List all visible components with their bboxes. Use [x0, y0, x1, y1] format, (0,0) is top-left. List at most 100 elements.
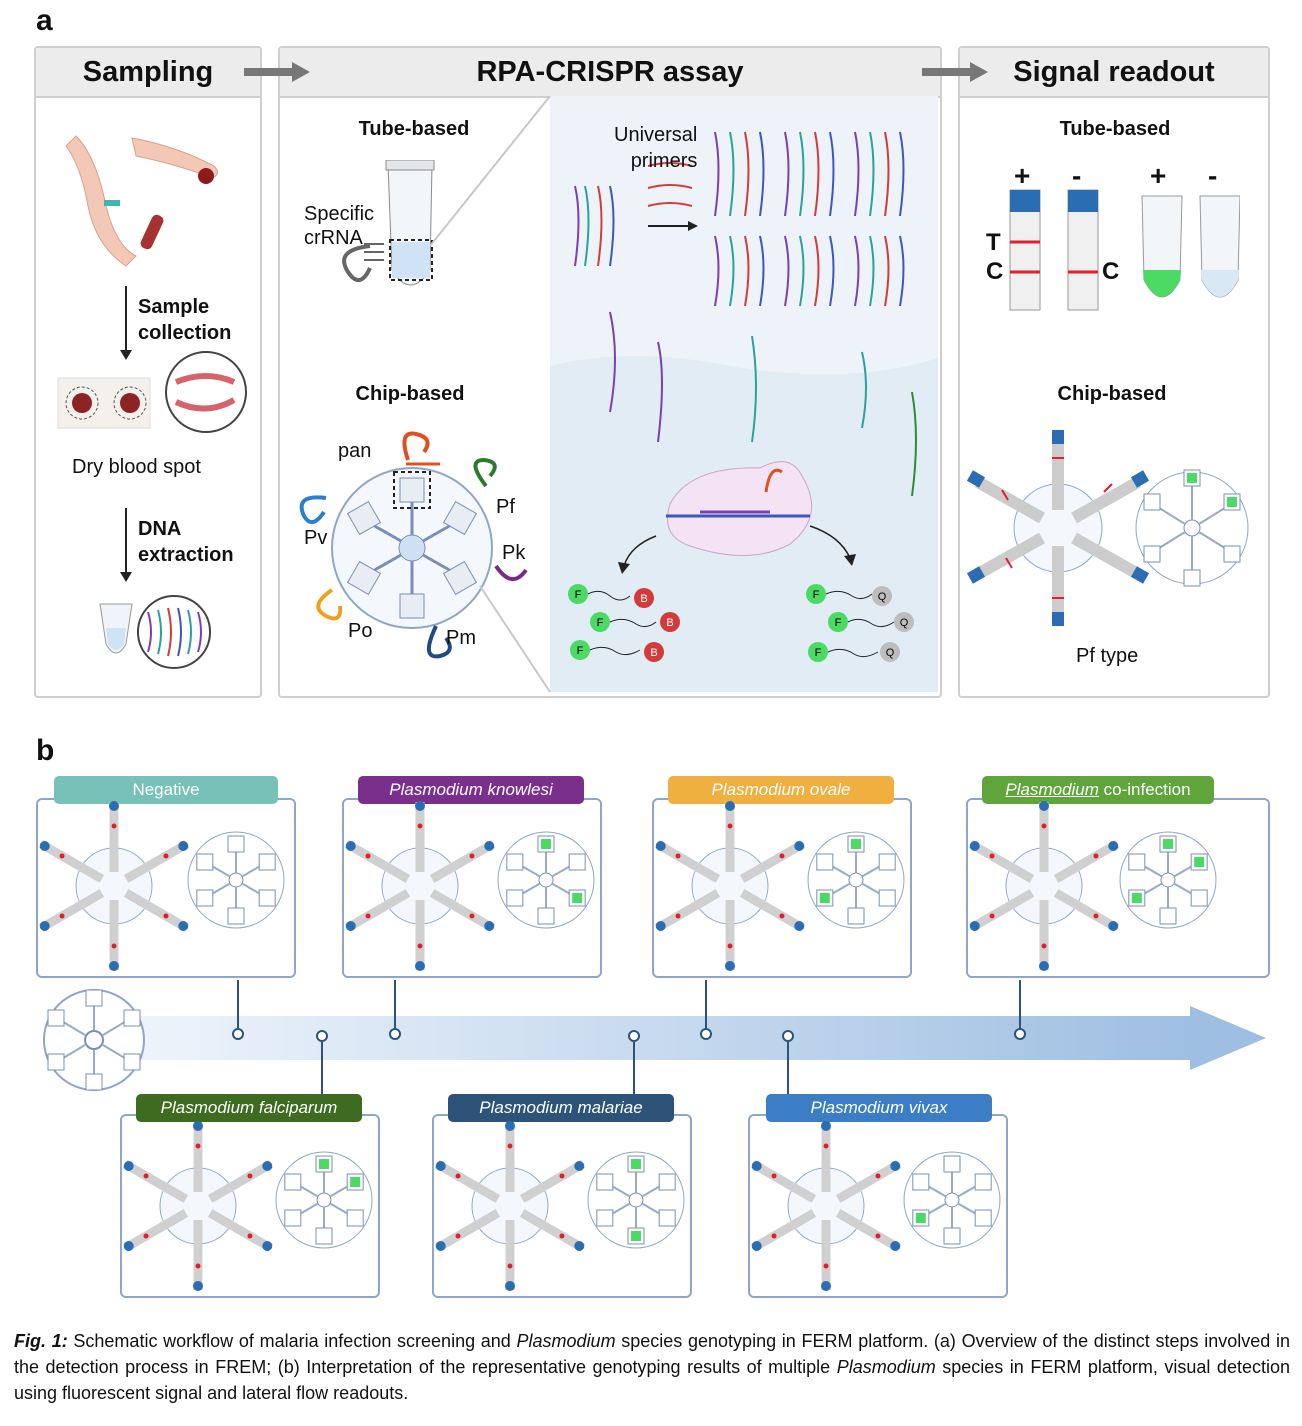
chip-channel	[519, 882, 541, 896]
readout-chip-title: Chip-based	[1057, 383, 1167, 405]
chip-well	[196, 853, 214, 871]
chip-center	[316, 1192, 332, 1208]
species-label-po: Po	[348, 620, 373, 642]
chip-well	[537, 907, 555, 925]
tube-minus-label: -	[1208, 160, 1218, 191]
test-strip	[345, 840, 411, 883]
species-label-pf: Pf	[496, 496, 515, 518]
chip-well	[568, 853, 586, 871]
strip-line	[111, 943, 117, 949]
strip-line	[455, 1233, 461, 1239]
strip-line	[163, 853, 169, 859]
species-label-pk: Pk	[502, 542, 526, 564]
strip-line	[675, 913, 681, 919]
test-strip	[1053, 889, 1119, 932]
strip-pad	[505, 1281, 515, 1291]
test-strip	[519, 1160, 585, 1203]
strip-pad	[193, 1281, 203, 1291]
test-strip	[429, 889, 495, 932]
chip-channel	[925, 1202, 947, 1216]
species-label-pv: Pv	[304, 527, 328, 549]
svg-text:F: F	[835, 617, 842, 629]
chip-well	[284, 1209, 302, 1227]
strip-minus-label: -	[1072, 160, 1082, 191]
chip-well-signal	[541, 839, 551, 849]
strip-line	[59, 853, 65, 859]
chip-well-signal	[1194, 857, 1205, 867]
caption-italic-1: Plasmodium	[516, 1331, 616, 1351]
chip-well	[658, 1209, 676, 1227]
tag-vivax: Plasmodium vivax	[766, 1094, 992, 1122]
strip-line	[875, 1173, 881, 1179]
tag-malariae-text: Plasmodium malariae	[479, 1098, 643, 1117]
strip-line	[823, 1263, 829, 1269]
tube-plus-label: +	[1150, 160, 1167, 191]
test-strip	[123, 889, 189, 932]
chip-well	[596, 1173, 614, 1191]
svg-text:Q: Q	[900, 617, 909, 629]
strip-pad	[435, 1161, 446, 1171]
chip-channel	[297, 1184, 319, 1198]
svg-text:F: F	[813, 589, 820, 601]
crrna-line1: Specific	[304, 203, 375, 225]
chip-channel	[551, 864, 573, 878]
test-strip	[207, 1160, 273, 1203]
strip-line	[195, 1143, 201, 1149]
strip-line	[507, 1263, 513, 1269]
chip-well	[878, 889, 896, 907]
chip-channel	[1141, 882, 1163, 896]
test-strip	[435, 1160, 501, 1203]
strip-pad	[178, 921, 189, 931]
chip-channel	[925, 1184, 947, 1198]
control-line-label-neg: C	[1102, 258, 1120, 285]
chip-center	[1160, 872, 1176, 888]
quencher-letter: B	[640, 593, 647, 605]
test-strip	[429, 840, 495, 883]
chip-well	[284, 1173, 302, 1191]
chip-well	[943, 1227, 961, 1245]
strip-pad	[969, 841, 980, 851]
strip-pad	[193, 1121, 203, 1131]
chip-well-signal	[819, 893, 830, 903]
tag-vivax-text: Plasmodium vivax	[810, 1098, 948, 1117]
assay-tube-icon	[342, 160, 435, 286]
chip-well-signal	[1131, 893, 1142, 903]
strip-pad	[574, 1161, 585, 1171]
chip-well	[943, 1155, 961, 1173]
chip-center	[944, 1192, 960, 1208]
chip-channel	[519, 864, 541, 878]
strip-pad	[415, 961, 425, 971]
strip-line	[417, 943, 423, 949]
strip-line	[779, 913, 785, 919]
assay-chip-diagram	[299, 431, 528, 659]
test-strip	[519, 1209, 585, 1252]
readout-title: Signal readout	[960, 48, 1268, 98]
chip-center	[538, 872, 554, 888]
caption-text-1: Schematic workflow of malaria infection …	[67, 1331, 517, 1351]
strip-line	[875, 1233, 881, 1239]
strip-line	[1041, 823, 1047, 829]
chip-center	[628, 1192, 644, 1208]
species-label-pan: pan	[338, 440, 372, 462]
strip-pad	[655, 921, 666, 931]
chip-channel	[1173, 864, 1195, 878]
strip-pad	[1108, 841, 1119, 851]
tag-knowlesi: Plasmodium knowlesi	[358, 776, 584, 804]
strip-pad	[1039, 801, 1049, 811]
strip-pad	[1039, 961, 1049, 971]
svg-text:B: B	[650, 647, 657, 659]
chip-well	[658, 1173, 676, 1191]
test-strip	[435, 1209, 501, 1252]
strip-line	[1041, 943, 1047, 949]
chip-channel	[829, 882, 851, 896]
chip-well-signal	[1163, 839, 1173, 849]
chip-well	[227, 835, 245, 853]
tube-readout-illustration	[1009, 189, 1240, 311]
universal-primers-label: Universal primers	[614, 122, 697, 174]
chip-channel	[1141, 864, 1163, 878]
chip-channel	[241, 864, 263, 878]
strip-line	[143, 1233, 149, 1239]
sample-collection-line2: collection	[138, 322, 232, 344]
chip-channel	[641, 1184, 663, 1198]
strip-line	[469, 913, 475, 919]
